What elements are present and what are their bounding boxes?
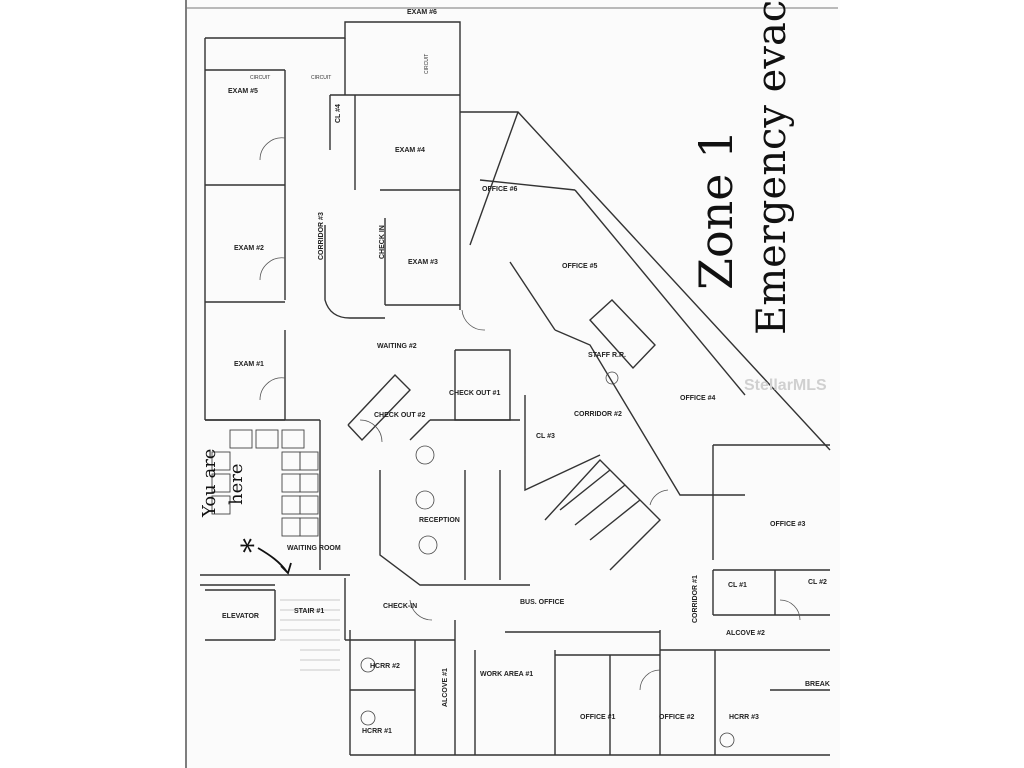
room-label-alcove2: ALCOVE #2	[726, 630, 765, 637]
walls	[200, 21, 831, 756]
room-label-office3: OFFICE #3	[770, 521, 806, 528]
arrow-annotation	[257, 547, 292, 575]
room-label-exam2: EXAM #2	[234, 245, 264, 252]
room-label-cl4: CL #4	[335, 104, 342, 123]
room-label-checkin-top: CHECK IN	[379, 225, 386, 259]
room-label-cl1: CL #1	[728, 582, 747, 589]
room-label-reception: RECEPTION	[419, 517, 460, 524]
room-label-checkout2: CHECK OUT #2	[374, 412, 425, 419]
room-label-exam6: EXAM #6	[407, 9, 437, 16]
room-label-waiting2: WAITING #2	[377, 343, 417, 350]
room-label-cl2: CL #2	[808, 579, 827, 586]
circuit-label: CIRCUIT	[424, 54, 430, 74]
you-are-annotation: You are	[199, 449, 220, 518]
room-label-corridor2: CORRIDOR #2	[574, 411, 622, 418]
here-annotation: here	[226, 463, 247, 505]
room-label-checkin: CHECK-IN	[383, 603, 417, 610]
evacuation-annotation: Emergency evacuatio	[749, 0, 795, 335]
room-label-office1: OFFICE #1	[580, 714, 616, 721]
room-label-exam5: EXAM #5	[228, 88, 258, 95]
room-label-checkout1: CHECK OUT #1	[449, 390, 500, 397]
watermark: StellarMLS	[744, 377, 827, 394]
room-label-hcrr1: HCRR #1	[362, 728, 392, 735]
fixtures	[360, 371, 735, 748]
room-label-office2: OFFICE #2	[659, 714, 695, 721]
room-label-elevator: ELEVATOR	[222, 613, 259, 620]
room-label-exam4: EXAM #4	[395, 147, 425, 154]
room-labels: EXAM #6 EXAM #5 CL #4 EXAM #4 OFFICE #6 …	[222, 9, 830, 735]
door-swings	[259, 137, 801, 691]
room-label-office4: OFFICE #4	[680, 395, 716, 402]
room-label-waitingroom: WAITING ROOM	[287, 545, 341, 552]
handwritten-annotations: Zone 1 Emergency evacuatio You are here …	[199, 0, 795, 575]
room-label-corridor1: CORRIDOR #1	[692, 575, 699, 623]
room-label-hcrr2: HCRR #2	[370, 663, 400, 670]
room-label-busoffice: BUS. OFFICE	[520, 599, 565, 606]
stair-hatch	[280, 599, 340, 671]
room-label-alcove1: ALCOVE #1	[442, 668, 449, 707]
zone-annotation: Zone 1	[689, 130, 743, 290]
room-label-workarea1: WORK AREA #1	[480, 671, 533, 678]
circuit-label: CIRCUIT	[311, 75, 331, 81]
waiting-seats	[211, 429, 319, 537]
room-label-office5: OFFICE #5	[562, 263, 598, 270]
room-label-exam1: EXAM #1	[234, 361, 264, 368]
scan-area	[185, 0, 840, 768]
room-label-breakroom: BREAK	[805, 681, 830, 688]
room-label-cl3: CL #3	[536, 433, 555, 440]
room-label-office6: OFFICE #6	[482, 186, 518, 193]
room-label-stair1: STAIR #1	[294, 608, 324, 615]
room-label-corridor3: CORRIDOR #3	[318, 212, 325, 260]
room-label-exam3: EXAM #3	[408, 259, 438, 266]
room-label-staffrr: STAFF R.R.	[588, 352, 626, 359]
circuit-label: CIRCUIT	[250, 75, 270, 81]
room-label-hcrr3: HCRR #3	[729, 714, 759, 721]
asterisk-annotation: *	[236, 538, 271, 553]
